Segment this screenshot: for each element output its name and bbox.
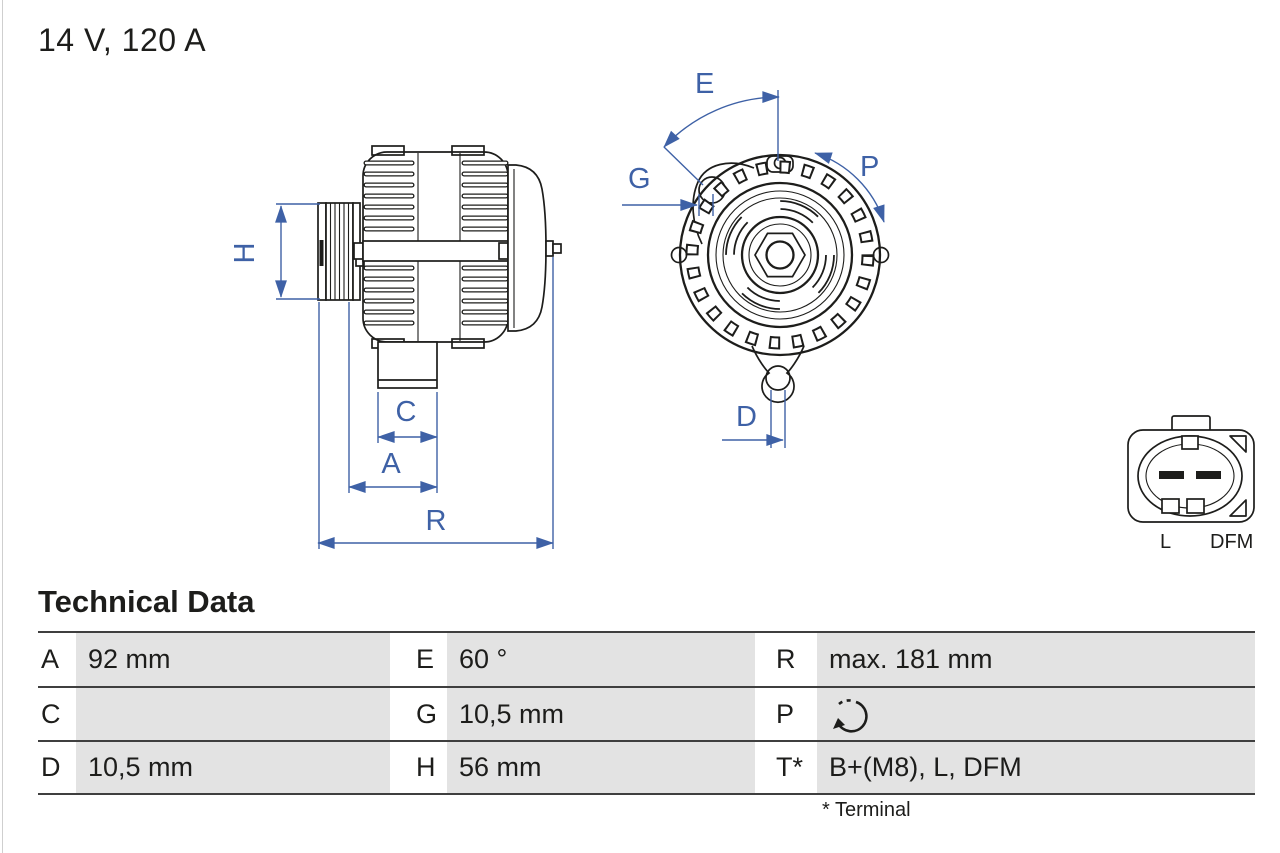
dim-label-r: R [426, 505, 447, 537]
alternator-body [353, 145, 509, 389]
table-gap [755, 633, 771, 686]
dim-key-e: E [416, 643, 435, 674]
dim-key-r: R [776, 643, 796, 674]
dim-key-h: H [416, 752, 436, 783]
dim-value-d: 10,5 mm [76, 742, 390, 794]
table-gap [390, 742, 408, 793]
dim-value-p [817, 687, 1255, 741]
dim-value-t: B+(M8), L, DFM [817, 742, 1255, 794]
side-view-dimensions: H C A R [229, 203, 554, 549]
dim-key-p: P [776, 698, 795, 729]
front-view-drawing: E G P D [622, 68, 890, 448]
dim-key-t: T* [776, 752, 803, 783]
dim-key-d: D [41, 752, 61, 783]
technical-data-title: Technical Data [38, 584, 255, 619]
rotation-direction-icon [833, 699, 868, 733]
dim-label-p: P [860, 151, 879, 183]
side-view-drawing: H C A R [229, 145, 562, 549]
connector-pin-dfm [1196, 471, 1221, 479]
page-left-border [2, 0, 3, 853]
front-view-dimensions: E G P D [622, 68, 885, 448]
connector-detail: L DFM [1127, 415, 1255, 553]
dim-value-a: 92 mm [76, 633, 390, 686]
table-row: C G 10,5 mm P [38, 685, 1255, 741]
dim-value-r: max. 181 mm [817, 633, 1255, 686]
voltage-current-rating: 14 V, 120 A [38, 22, 207, 58]
table-row: D 10,5 mm H 56 mm T* B+(M8), L, DFM [38, 740, 1255, 796]
dim-label-e: E [695, 68, 714, 100]
technical-data-table: A 92 mm E 60 ° R max. 181 mm C G 10,5 mm… [38, 631, 1255, 796]
table-gap [755, 742, 771, 793]
dim-label-a: A [381, 448, 401, 480]
connector-label-dfm: DFM [1210, 531, 1253, 553]
dim-value-h: 56 mm [447, 742, 755, 794]
dim-label-h: H [229, 243, 261, 264]
dim-value-c [76, 687, 390, 741]
b-plus-terminal-stud [545, 240, 554, 257]
mounting-foot [377, 341, 438, 389]
terminal-footnote: * Terminal [822, 799, 911, 821]
dim-label-c: C [396, 396, 417, 428]
dim-key-a: A [41, 643, 60, 674]
rear-cover [507, 164, 562, 332]
dim-label-g: G [628, 163, 651, 195]
connector-pin-l [1159, 471, 1184, 479]
dim-label-d: D [736, 401, 757, 433]
table-row: A 92 mm E 60 ° R max. 181 mm [38, 631, 1255, 686]
dim-key-g: G [416, 698, 438, 729]
dim-value-e: 60 ° [447, 633, 755, 686]
table-gap [755, 688, 771, 741]
dim-key-c: C [41, 698, 61, 729]
shaft-hex-nut [754, 232, 806, 278]
table-gap [390, 633, 408, 686]
technical-drawing: H C A R [229, 68, 1255, 553]
table-gap [390, 688, 408, 741]
connector-label-l: L [1160, 531, 1171, 553]
dim-value-g: 10,5 mm [447, 687, 755, 741]
